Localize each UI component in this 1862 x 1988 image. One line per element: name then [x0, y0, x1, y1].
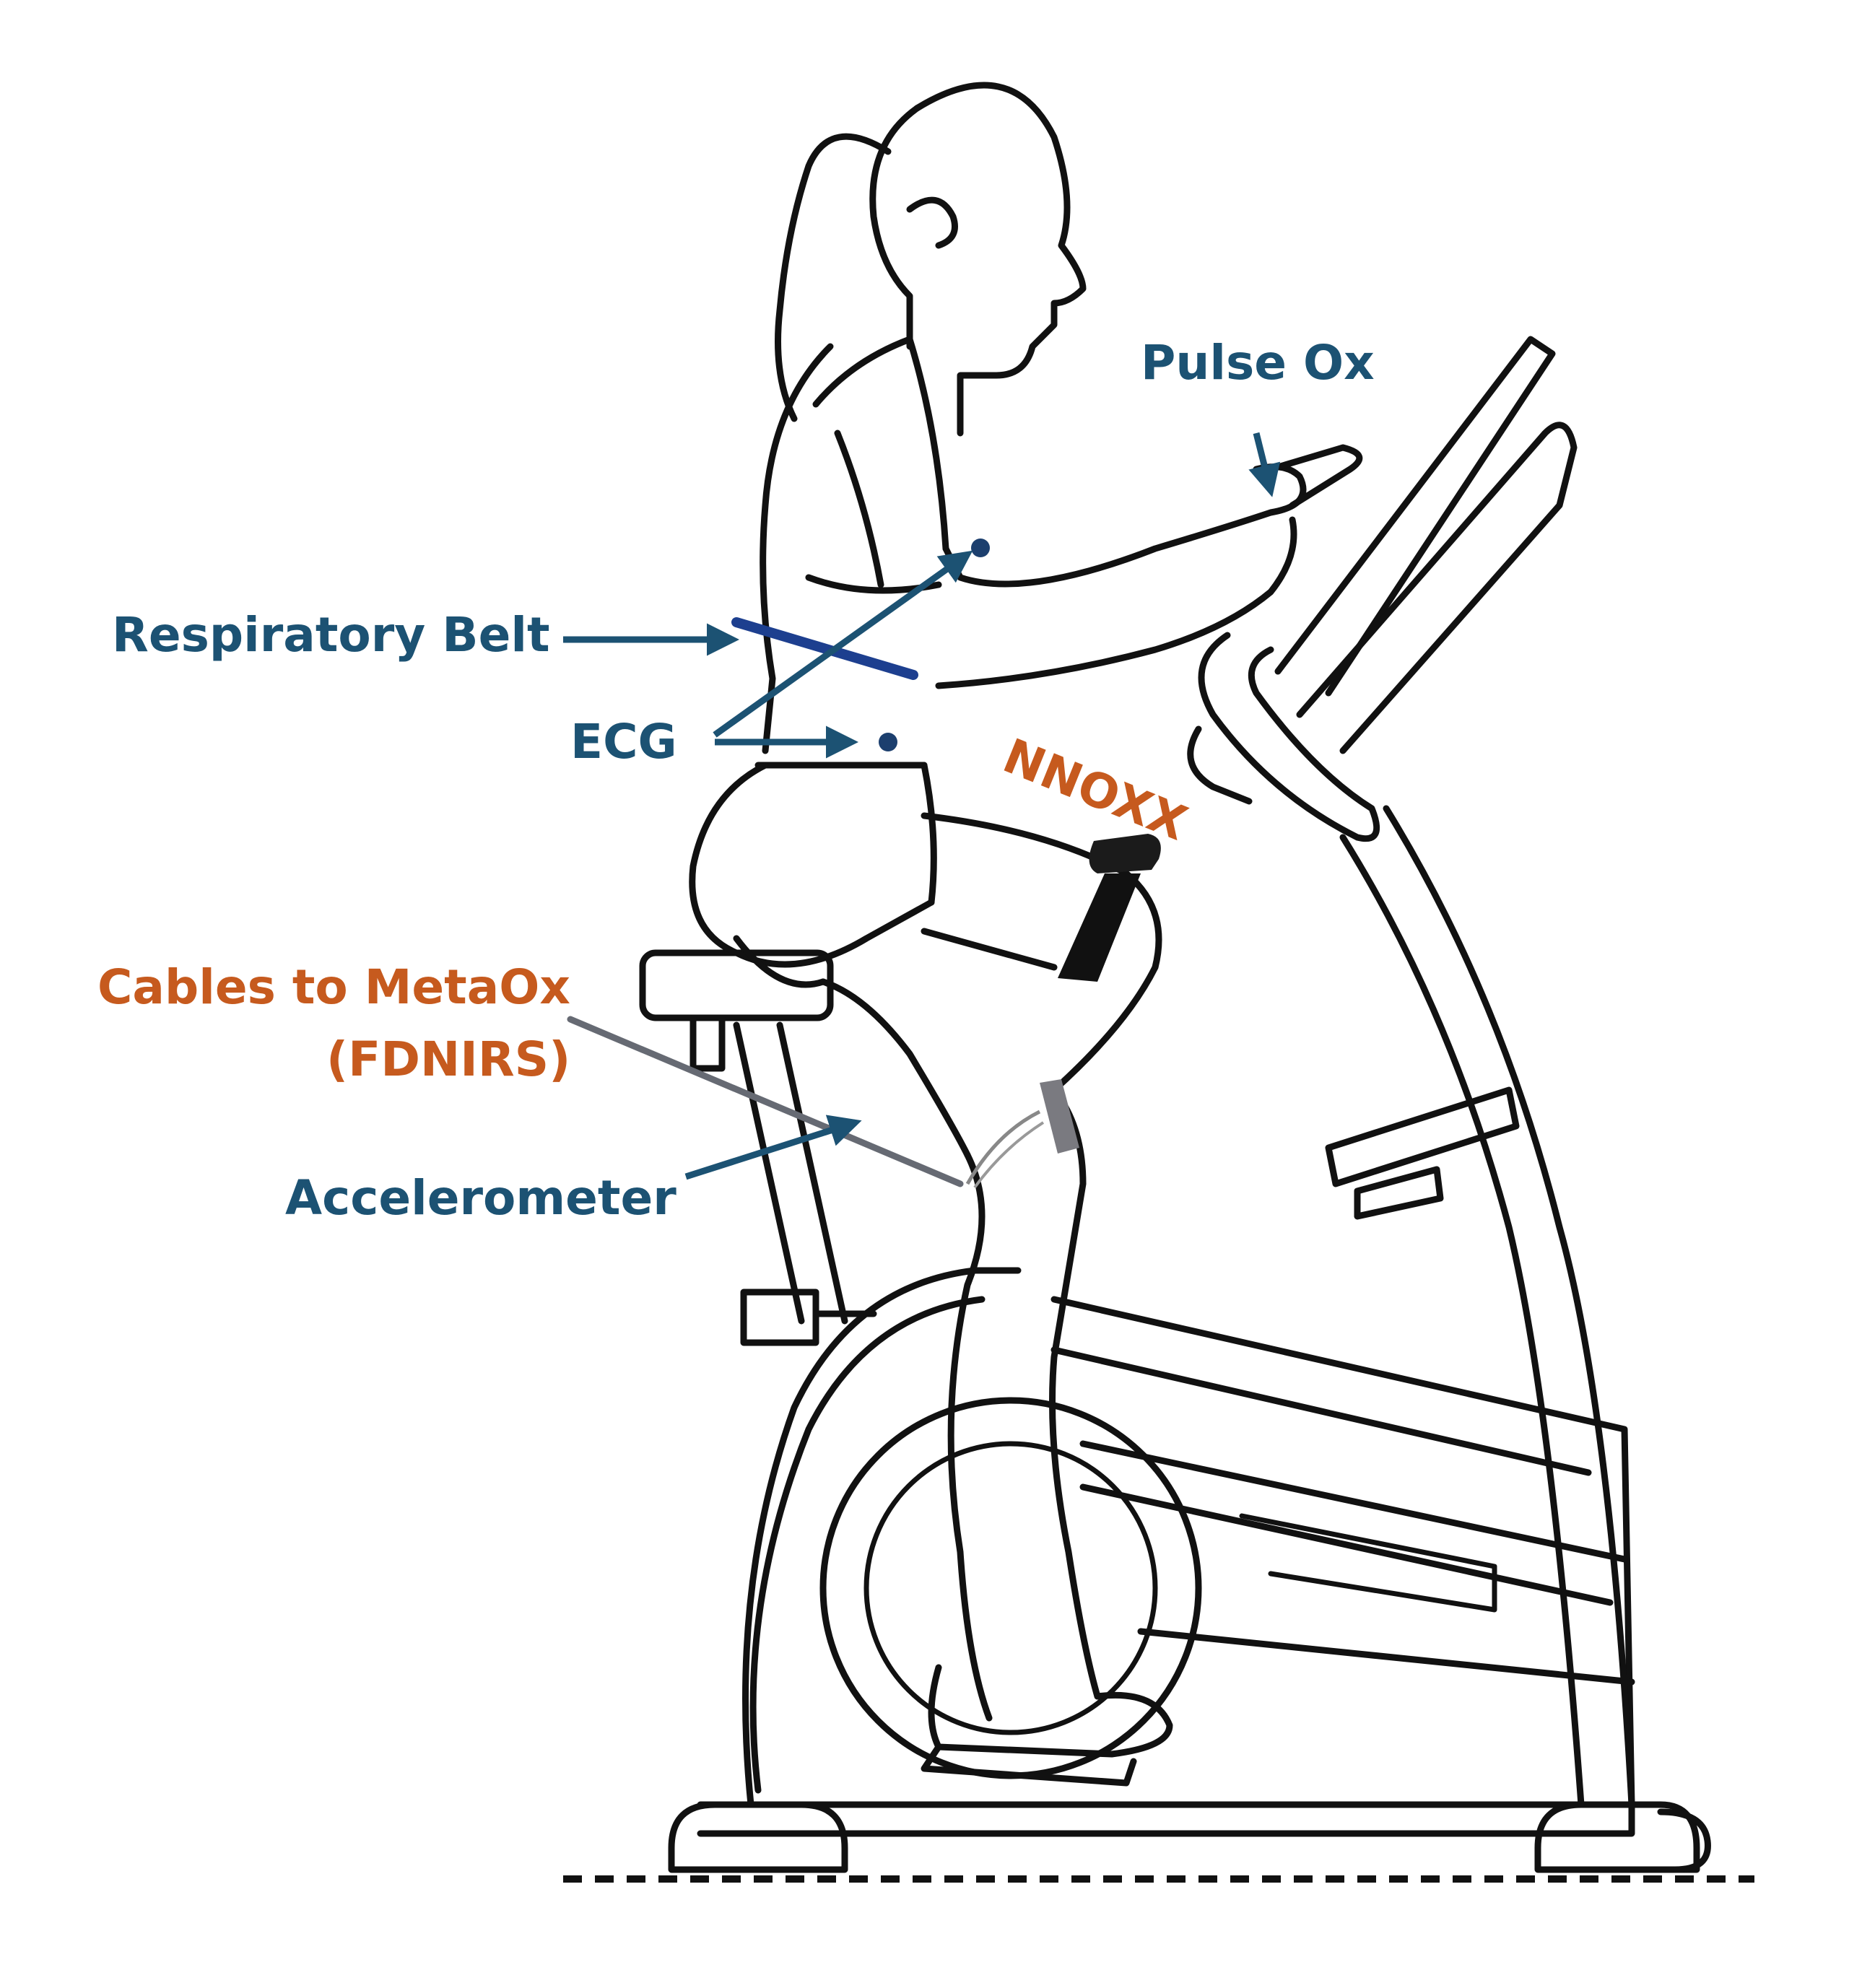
fdnirs-probe-icon: [965, 1079, 1079, 1189]
exercise-bike-icon: [563, 336, 1754, 1883]
respiratory-belt-label: Respiratory Belt: [112, 607, 550, 663]
nnoxx-device-icon: [1058, 834, 1161, 982]
ecg-arrow-upper: [713, 550, 973, 738]
respiratory-belt-band: [731, 617, 918, 680]
annotation-arrows: [563, 432, 1281, 1180]
metaox-cable: [567, 1016, 964, 1187]
ecg-label: ECG: [570, 714, 677, 770]
pulse-ox-label: Pulse Ox: [1141, 335, 1375, 391]
cables-label: Cables to MetaOx: [97, 959, 570, 1015]
ecg-electrode-lower: [879, 733, 897, 751]
ecg-electrode-upper: [971, 539, 990, 557]
accelerometer-arrow: [684, 1115, 862, 1180]
cables-sub-label: (FDNIRS): [326, 1032, 570, 1087]
pulse-ox-arrow: [1248, 432, 1281, 497]
accelerometer-label: Accelerometer: [285, 1170, 677, 1226]
